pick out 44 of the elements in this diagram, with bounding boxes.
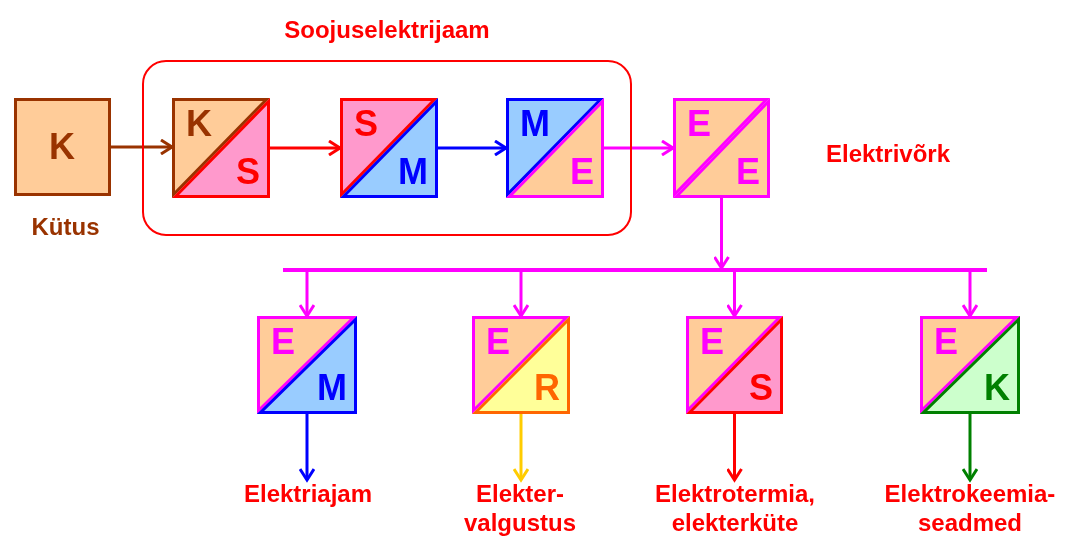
converter-box xyxy=(506,98,604,198)
output-label: Elekter- valgustus xyxy=(463,480,577,538)
converter-box xyxy=(172,98,270,198)
converter-box xyxy=(257,316,357,414)
arrow xyxy=(726,414,743,482)
arrow xyxy=(298,272,316,318)
arrow xyxy=(298,414,316,482)
caption-label: Elektrivõrk xyxy=(824,140,952,169)
symbol-letter: E xyxy=(700,324,724,360)
arrow xyxy=(713,198,730,270)
arrow xyxy=(512,272,530,318)
symbol-letter: M xyxy=(317,370,347,406)
symbol-letter: S xyxy=(354,106,378,142)
symbol-letter: E xyxy=(271,324,295,360)
arrow xyxy=(512,414,530,482)
converter-box xyxy=(340,98,438,198)
arrow xyxy=(961,272,979,318)
arrow xyxy=(726,272,743,318)
converter-box xyxy=(920,316,1020,414)
converter-box xyxy=(686,316,783,414)
symbol-letter: S xyxy=(749,370,773,406)
caption-label: Kütus xyxy=(30,213,101,242)
output-label: Elektrotermia, elekterküte xyxy=(653,480,817,538)
symbol-letter: S xyxy=(236,154,260,190)
output-label: Elektrokeemia- seadmed xyxy=(883,480,1057,538)
symbol-letter: K xyxy=(49,129,75,165)
arrow xyxy=(111,138,174,156)
symbol-letter: E xyxy=(687,106,711,142)
arrow xyxy=(438,139,508,157)
arrow xyxy=(604,139,675,157)
symbol-letter: E xyxy=(736,154,760,190)
symbol-letter: E xyxy=(570,154,594,190)
symbol-letter: M xyxy=(398,154,428,190)
symbol-letter: E xyxy=(486,324,510,360)
symbol-letter: K xyxy=(186,106,212,142)
arrow xyxy=(270,139,342,157)
arrow xyxy=(961,414,979,482)
symbol-letter: E xyxy=(934,324,958,360)
output-label: Elektriajam xyxy=(242,480,374,509)
group-title: Soojuselektrijaam xyxy=(283,16,491,45)
converter-box xyxy=(472,316,570,414)
symbol-letter: K xyxy=(984,370,1010,406)
symbol-letter: M xyxy=(520,106,550,142)
symbol-letter: R xyxy=(534,370,560,406)
